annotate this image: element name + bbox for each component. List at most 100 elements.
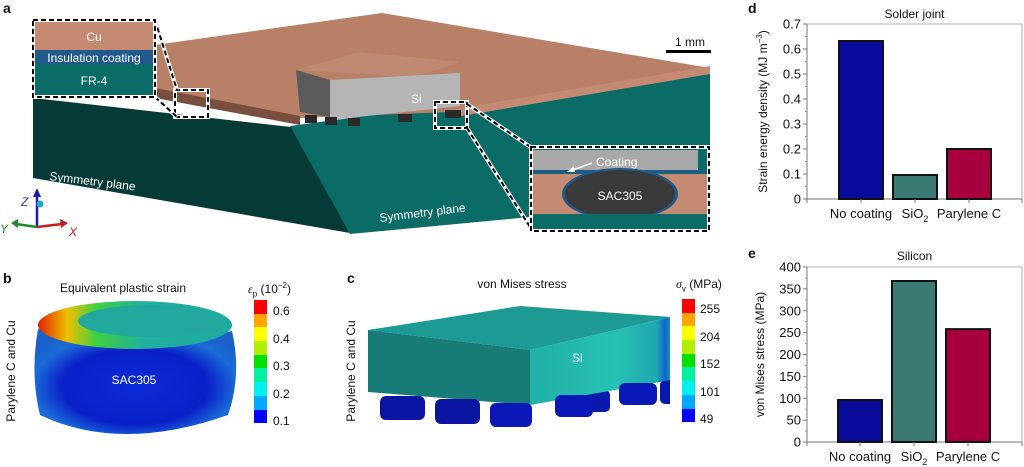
x-tick-label-main: Parylene C [936,449,1000,464]
x-tick-label: Parylene C [937,206,1001,221]
legend-c-title: σv (MPa) [676,277,722,293]
solder-bump [398,114,412,122]
legend-b-tick: 0.1 [273,414,290,428]
x-tick-label: SiO2 [902,206,929,224]
bar-no-coating [837,399,883,443]
z-axis-label: Z [20,195,29,209]
legend-b-tick: 0.6 [273,304,290,318]
legend-c-color-step [682,299,695,313]
x-tick-label: Parylene C [936,449,1000,464]
legend-c-colorbar [682,299,695,423]
x-tick-label: No coating [830,206,892,221]
y-tick-label: 0.1 [783,167,801,182]
bar-no-coating [838,40,884,200]
solder-bump-3d [555,395,593,417]
inset-solder-label: SAC305 [598,189,643,203]
si-label: Si [411,92,422,106]
inset-frame-right [530,146,710,232]
legend-c-tick: 255 [700,302,721,316]
solder-bump-3d [435,399,480,424]
zoom-connector [466,127,533,231]
bar-sio2 [892,174,938,200]
legend-c-color-step [682,381,695,395]
solder-bump [325,117,337,125]
legend-b-title: εp (10−2) [248,281,291,298]
inset-coating-label: Coating [596,155,637,169]
si-die-left [296,70,330,117]
legend-b-tick: 0.3 [273,359,290,373]
y-tick-label: 0.4 [783,92,801,107]
solder-bump [305,115,317,123]
legend-c-unit: (MPa) [689,277,722,291]
zoom-connector [154,96,178,118]
sac305-top-center [78,305,222,337]
panel-c-title: von Mises stress [477,277,566,291]
y-axis-label: Y [0,222,9,236]
panel-b-strain-plot: Equivalent plastic strain Parylene C and… [4,281,237,434]
panel-b-title: Equivalent plastic strain [60,281,186,295]
y-axis-label-main: Strain energy density (MJ m [756,43,770,192]
panel-c-stress-plot: von Mises stress Parylene C and Cu Si [344,277,670,427]
solder-bump-3d [490,403,532,427]
legend-b-symbol: ε [248,282,253,296]
legend-b-close: ) [287,282,291,296]
y-axis-label-main: von Mises stress (MPa) [753,292,767,417]
zoom-box-small-right [434,101,468,129]
inset-cu-label: Cu [86,30,101,44]
panel-b-side-label: Parylene C and Cu [4,320,18,421]
cu-front-strip [450,66,710,118]
inset-cu-layer [34,21,154,50]
y-tick-label: 0 [794,192,801,207]
y-tick-label: 50 [787,413,801,428]
legend-b-colorbar [254,300,267,424]
x-tick-label: No coating [829,449,891,464]
inset-insulation-label: Insulation coating [47,51,140,65]
scale-bar-label: 1 mm [675,35,705,49]
x-tick-label-sub: 2 [922,457,927,467]
legend-c-color-step [682,312,695,327]
z-axis-head [33,188,41,197]
x-tick-label-sub: 2 [923,214,928,224]
chart-solder-joint: Solder joint00.10.20.30.40.50.60.7Strain… [755,7,1023,224]
legend-b-exp: −2 [277,281,287,290]
y-tick-label: 300 [779,303,801,318]
y-axis-head [11,219,18,228]
y-tick-label: 0.6 [783,42,801,57]
x-tick-label-main: SiO [902,206,924,221]
x-tick-label-main: No coating [829,449,891,464]
panel-a-letter: a [3,0,11,16]
solder-bump-3d [660,380,670,404]
legend-b-unit: (10 [260,282,278,296]
legend-c-color-step [682,408,695,423]
legend-c-color-step [682,367,695,382]
legend-b-color-step [254,327,267,342]
y-tick-label: 0.3 [783,117,801,132]
legend-b-color-step [254,313,267,328]
inset-insulation-layer [34,50,154,64]
x-tick-label-main: SiO [901,449,923,464]
y-tick-label: 0 [794,435,801,450]
legend-c-color-step [682,340,695,354]
scale-bar [666,50,711,53]
zoom-connector [154,19,178,91]
panel-c-letter: c [347,270,355,286]
panel-b-letter: b [3,270,12,286]
legend-b-color-step [254,395,267,410]
si-block-left [368,330,530,405]
zoom-connector [466,103,533,149]
sac305-body [34,329,237,434]
x-tick-label-main: No coating [830,206,892,221]
y-tick-label: 250 [779,325,801,340]
solder-bump [348,118,360,126]
y-axis-arrow [15,222,38,229]
panel-e-letter: e [748,245,756,261]
legend-c-ticks: 255 204 152 101 49 [700,296,720,434]
y-axis-label-exp: −3 [755,34,764,44]
legend-b-color-step [254,300,267,314]
legend-b-color-step [254,341,267,355]
panel-a-illustration: Cu Insulation coating FR-4 Coating SAC30… [0,13,711,239]
legend-c-tick: 101 [700,384,721,399]
x-axis-arrow [36,222,63,229]
si-block-label: Si [572,351,583,365]
